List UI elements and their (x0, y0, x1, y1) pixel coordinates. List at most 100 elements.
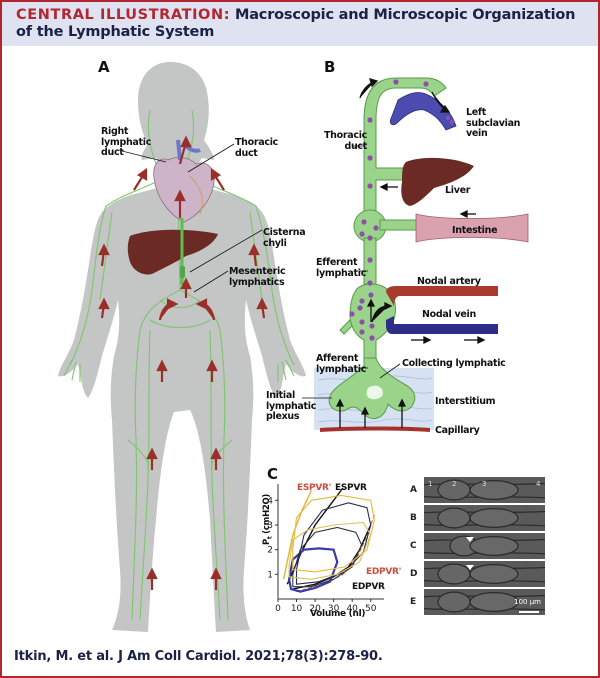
label-left-subclavian-vein: Left subclavian vein (466, 107, 520, 140)
micro-row-label: B (410, 513, 417, 523)
chart-x-axis-label: Volume (nl) (310, 609, 366, 619)
x-tick-label: 50 (365, 604, 377, 614)
annotation-espvr-prime: ESPVR' (297, 483, 332, 493)
scale-bar-label: 100 µm (514, 598, 541, 606)
title-text: Macroscopic and Microscopic Organization… (16, 7, 576, 40)
ylabel-sub: t (266, 536, 274, 540)
series-loop-dark-2 (295, 502, 372, 585)
citation: Itkin, M. et al. J Am Coll Cardiol. 2021… (14, 649, 383, 664)
micro-segment-number: 2 (452, 480, 457, 488)
label-line: Efferent (316, 257, 358, 268)
body-silhouette (58, 62, 306, 632)
nodal-vessels (386, 286, 498, 334)
micro-image-strip (424, 589, 545, 615)
label-afferent-lymphatic: Afferent lymphatic (316, 353, 367, 375)
subclavian-vein (389, 92, 457, 131)
label-line: lymphatics (229, 276, 285, 288)
x-tick-label: 0 (275, 604, 281, 614)
flow-arrows (98, 135, 268, 590)
label-line: chyli (263, 237, 287, 249)
series-loop-yellow-1 (288, 521, 372, 580)
label-line: lymphatic (316, 363, 367, 375)
micro-segment-number: 1 (428, 480, 433, 488)
micro-segment-number: 3 (482, 480, 487, 488)
panel-c-letter: C (267, 465, 279, 483)
series-loop-yellow-2 (292, 494, 375, 573)
label-line: duct (344, 140, 367, 152)
micro-segment-number: 4 (536, 480, 541, 488)
label-line: Left (466, 107, 486, 118)
micro-row-label: E (410, 597, 417, 607)
label-interstitium: Interstitium (435, 396, 496, 407)
label-initial-lymphatic-plexus: Initial lymphatic plexus (266, 390, 317, 423)
x-tick-label: 10 (291, 604, 303, 614)
label-line: Afferent (316, 353, 359, 364)
label-line: duct (101, 147, 124, 158)
label-cisterna-chyli: Cisterna chyli (263, 227, 306, 249)
series-espvr-prime (282, 490, 313, 580)
label-line: Cisterna (263, 227, 306, 238)
chart-series-group (282, 487, 376, 593)
title-kicker: CENTRAL ILLUSTRATION: (16, 7, 231, 23)
ylabel-main: P (262, 539, 272, 545)
capillary (319, 426, 431, 432)
y-tick-label: 1 (267, 570, 273, 580)
lymphocytes (349, 79, 429, 341)
label-line: duct (235, 147, 258, 159)
micro-image-strip (424, 533, 545, 559)
annotation-edpvr: EDPVR (352, 582, 385, 592)
ylabel-unit: (cmH2O) (262, 493, 272, 534)
label-line: Right (101, 126, 129, 137)
label-line: Mesenteric (229, 266, 286, 277)
x-tick-label: 30 (328, 604, 340, 614)
micro-row-label: C (410, 541, 417, 551)
micro-image-strip (424, 477, 545, 503)
series-loop-dark-1 (292, 526, 363, 588)
chart-y-axis-label: Pt (cmH2O) (262, 494, 276, 545)
label-line: plexus (266, 411, 300, 422)
label-line: Initial (266, 390, 295, 401)
label-capillary: Capillary (435, 425, 480, 436)
x-tick-label: 20 (309, 604, 321, 614)
heart-illustration (153, 139, 215, 223)
label-thoracic-duct-b: Thoracic duct (324, 130, 367, 152)
figure-header: CENTRAL ILLUSTRATION: Macroscopic and Mi… (2, 2, 598, 46)
label-nodal-artery: Nodal artery (417, 276, 481, 287)
flow-arrows-b (335, 78, 486, 428)
micro-row-label: A (410, 485, 417, 495)
label-mesenteric-lymphatics: Mesenteric lymphatics (229, 266, 286, 288)
figure-title: CENTRAL ILLUSTRATION: Macroscopic and Mi… (16, 7, 586, 41)
valve-marker-icon (466, 565, 474, 570)
scale-bar (519, 611, 539, 613)
micro-image-strip (424, 561, 545, 587)
valve-marker-icon (466, 537, 474, 542)
panel-a-letter: A (98, 58, 110, 76)
label-line: lymphatic (316, 267, 367, 279)
annotation-espvr: ESPVR (335, 483, 367, 493)
x-tick-label: 40 (346, 604, 358, 614)
label-collecting-lymphatic: Collecting lymphatic (402, 358, 506, 369)
micro-row-label: D (410, 569, 418, 579)
intestine-illustration (415, 213, 529, 243)
y-tick-label: 4 (267, 496, 273, 506)
label-nodal-vein: Nodal vein (422, 309, 476, 320)
annotation-edpvr-prime: EDPVR' (366, 567, 402, 577)
micro-image-strip (424, 505, 545, 531)
label-line: lymphatic (101, 136, 152, 148)
liver-illustration-a (127, 229, 218, 275)
liver-illustration-b (401, 157, 474, 206)
label-line: Thoracic (324, 130, 367, 141)
y-tick-label: 3 (267, 521, 273, 531)
label-liver: Liver (445, 185, 471, 196)
label-line: Thoracic (235, 137, 278, 148)
panel-b-letter: B (324, 58, 336, 76)
label-right-lymphatic-duct: Right lymphatic duct (101, 126, 152, 159)
label-efferent-lymphatic: Efferent lymphatic (316, 257, 367, 279)
series-loop-blue (287, 547, 339, 593)
label-line: lymphatic (266, 400, 317, 412)
